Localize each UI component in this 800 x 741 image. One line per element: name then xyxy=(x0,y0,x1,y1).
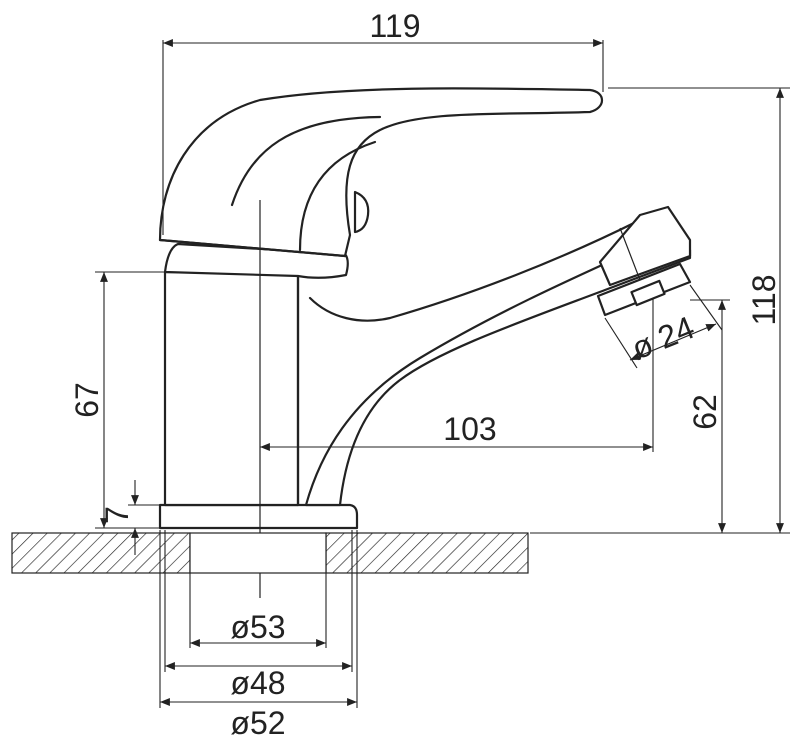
dim-label-base-inner: ø48 xyxy=(230,665,285,701)
nozzle-line xyxy=(619,227,641,281)
handle-screw xyxy=(353,190,370,234)
dim-base-inner: ø48 xyxy=(165,662,352,701)
handle-inner-curve xyxy=(230,115,382,207)
dim-label-base-outer: ø52 xyxy=(230,705,285,741)
handle-flank xyxy=(298,140,377,252)
handle-lever xyxy=(158,87,604,258)
dim-label-width-total: 119 xyxy=(369,8,420,44)
dim-base-height: 7 xyxy=(99,480,160,555)
body-column xyxy=(163,270,300,507)
handle-bottom xyxy=(158,238,347,258)
dim-label-base-height: 7 xyxy=(99,506,135,524)
dim-label-height-total: 118 xyxy=(746,274,782,325)
dim-spout-reach: 103 xyxy=(260,298,654,452)
countertop-hatch-left xyxy=(11,532,191,574)
aerator-tip xyxy=(630,279,666,307)
dim-label-body-height: 67 xyxy=(69,382,105,418)
faucet-body xyxy=(158,87,692,598)
hole-rect xyxy=(189,532,327,574)
base-ring xyxy=(158,503,359,530)
dim-label-hole: ø53 xyxy=(230,609,285,645)
dim-label-spout-height: 62 xyxy=(687,394,723,430)
dim-width-total: 119 xyxy=(162,8,604,235)
dim-body-height: 67 xyxy=(69,271,165,529)
spout-nozzle xyxy=(598,205,692,287)
dim-base-outer: ø52 xyxy=(160,698,357,741)
dim-label-aerator: ø 24 xyxy=(626,309,699,366)
countertop-hatch-right xyxy=(325,532,529,574)
spout-upper-edge xyxy=(308,218,642,322)
mounting-hole xyxy=(159,530,358,708)
dim-hole: ø53 xyxy=(190,609,326,647)
dim-height-total: 118 xyxy=(530,87,790,534)
dim-spout-height: 62 xyxy=(687,299,730,533)
dim-label-spout-reach: 103 xyxy=(443,411,496,447)
